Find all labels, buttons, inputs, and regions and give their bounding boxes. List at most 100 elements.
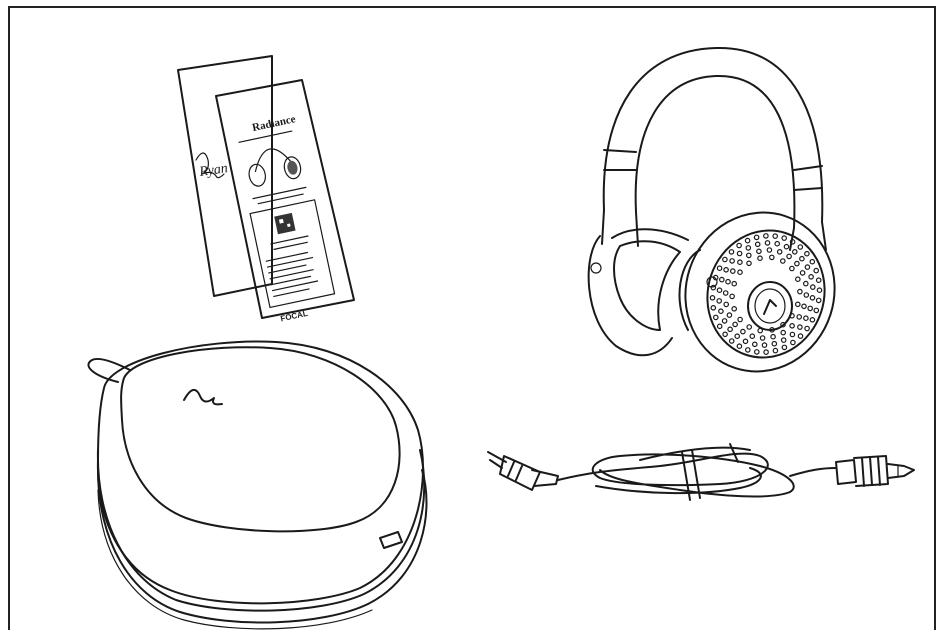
- guide-list-lines: [265, 251, 319, 298]
- grille-dot: [766, 247, 773, 253]
- grille-dot: [746, 260, 752, 267]
- grille-dot: [746, 324, 753, 330]
- grille-dot: [780, 337, 787, 343]
- grille-dot: [794, 301, 801, 308]
- carrying-case-icon: [87, 340, 428, 630]
- grille-dot: [727, 326, 733, 333]
- left-pivot: [590, 262, 602, 274]
- grille-dot: [756, 248, 762, 255]
- grille-dot: [729, 293, 735, 300]
- grille-dot: [759, 335, 766, 341]
- grille-dot: [732, 321, 738, 328]
- grille-dot: [712, 314, 719, 321]
- grille-dot: [710, 304, 717, 311]
- grille-dot: [716, 287, 723, 294]
- grille-dot: [804, 325, 810, 332]
- grille-dot: [740, 328, 746, 335]
- grille-dot: [789, 239, 796, 245]
- grille-dot: [725, 278, 731, 285]
- right-logo-disc: [747, 281, 793, 331]
- grille-dot: [801, 303, 807, 310]
- right-angle-plug: [487, 451, 559, 491]
- grille-dot: [744, 347, 751, 353]
- cable-coil: [557, 452, 795, 498]
- grille-dot: [731, 280, 738, 287]
- guide-brand-mark: FOCAL: [280, 309, 309, 324]
- grille-dot: [797, 288, 803, 295]
- case-logo-icon: [183, 389, 223, 406]
- grille-dot: [786, 253, 792, 260]
- grille-dot: [722, 256, 728, 263]
- grille-dot: [728, 338, 735, 344]
- grille-dot: [799, 270, 806, 276]
- grille-dot: [737, 269, 743, 276]
- grille-dot: [776, 249, 783, 255]
- grille-dot: [809, 294, 816, 301]
- grille-dot: [797, 333, 804, 339]
- grille-dot: [761, 342, 768, 348]
- grille-dot: [718, 308, 724, 315]
- grille-dot: [794, 260, 800, 267]
- grille-dot: [804, 264, 811, 270]
- grille-dot: [729, 268, 736, 274]
- grille-dot: [726, 312, 733, 318]
- grille-dot: [768, 254, 775, 261]
- grille-dot: [723, 301, 730, 308]
- grille-dot: [742, 338, 749, 345]
- guide-headphone-thumbnail: [248, 148, 302, 187]
- grille-dot: [809, 284, 816, 290]
- grille-dot: [728, 249, 735, 255]
- guide-content-box: [249, 199, 336, 309]
- headband-outer: [602, 46, 824, 223]
- grille-dot: [764, 240, 771, 246]
- grille-dot: [709, 294, 716, 301]
- signature-mark: [195, 152, 225, 179]
- grille-dot: [815, 277, 822, 284]
- grille-dot: [807, 305, 814, 312]
- quick-start-guide-icon: Ryan Radiance: [177, 55, 355, 324]
- grille-dot: [723, 266, 729, 273]
- grille-dot: [803, 292, 810, 298]
- grille-dot: [753, 349, 760, 355]
- headband-inner: [634, 74, 796, 229]
- grille-dot: [763, 349, 769, 355]
- over-ear-headphones-icon: [587, 46, 836, 373]
- grille-dot: [736, 250, 743, 257]
- grille-dot: [780, 329, 787, 336]
- grille-dot: [716, 298, 723, 304]
- grille-dot: [729, 258, 735, 264]
- cable-tie: [681, 449, 701, 501]
- guide-subtitle-line: [238, 130, 293, 143]
- grille-dot: [790, 339, 796, 346]
- case-strap: [87, 358, 131, 383]
- qr-code-icon: [274, 212, 296, 235]
- grille-dot: [804, 250, 810, 257]
- grille-dot: [772, 233, 779, 239]
- grille-dot: [813, 307, 820, 314]
- grille-dot: [809, 258, 816, 265]
- signature-text: Ryan: [197, 161, 228, 180]
- grille-dot: [797, 244, 804, 250]
- grille-dot: [808, 273, 814, 280]
- left-ear-pad: [613, 240, 681, 331]
- left-ear-cup: [587, 235, 673, 357]
- grille-dot: [753, 234, 760, 241]
- grille-dot: [789, 322, 795, 329]
- straight-plug: [835, 455, 915, 487]
- grille-dot: [815, 297, 822, 304]
- grille-dot: [789, 331, 796, 338]
- grille-dot: [781, 235, 788, 241]
- grille-dot: [774, 240, 781, 247]
- grille-dot: [799, 255, 805, 262]
- grille-dot: [794, 276, 801, 283]
- grille-dot: [783, 243, 790, 250]
- grille-dot: [718, 276, 725, 283]
- right-ear-cup-grille: [706, 229, 826, 359]
- grille-dot: [716, 265, 723, 272]
- right-ear-cup-outer: [684, 211, 836, 373]
- grille-dot: [803, 315, 809, 322]
- grille-dot: [816, 287, 823, 294]
- grille-dot: [791, 249, 798, 255]
- grille-dot: [770, 333, 776, 340]
- audio-cable-icon: [487, 443, 915, 501]
